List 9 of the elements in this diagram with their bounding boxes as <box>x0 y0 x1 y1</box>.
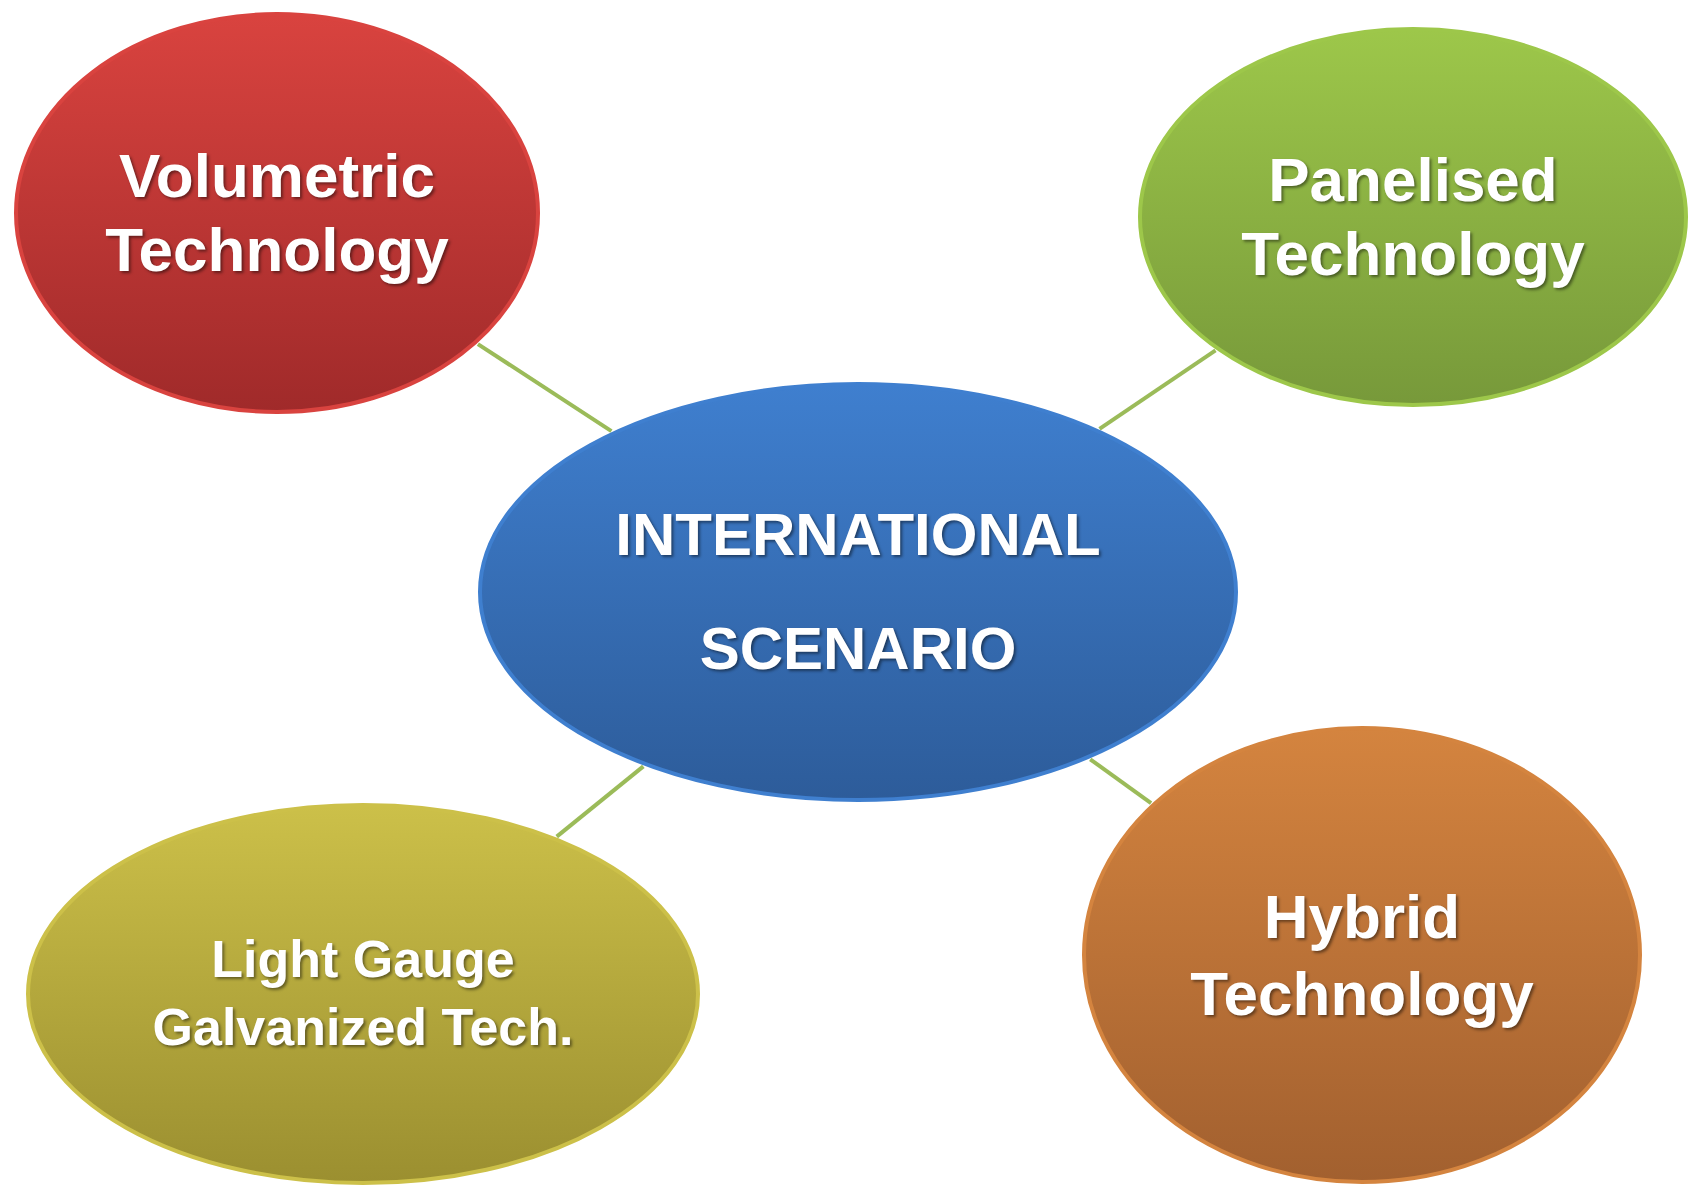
node-label: Light Gauge Galvanized Tech. <box>151 929 575 1058</box>
node-label: Hybrid Technology <box>1189 880 1535 1030</box>
connector-line <box>476 342 613 433</box>
node-label: INTERNATIONAL SCENARIO <box>614 500 1102 684</box>
connector-line <box>1098 348 1217 431</box>
connector-line <box>1089 757 1153 805</box>
node-label: Volumetric Technology <box>104 139 450 286</box>
connector-line <box>555 764 645 839</box>
node-label: Panelised Technology <box>1240 143 1586 290</box>
